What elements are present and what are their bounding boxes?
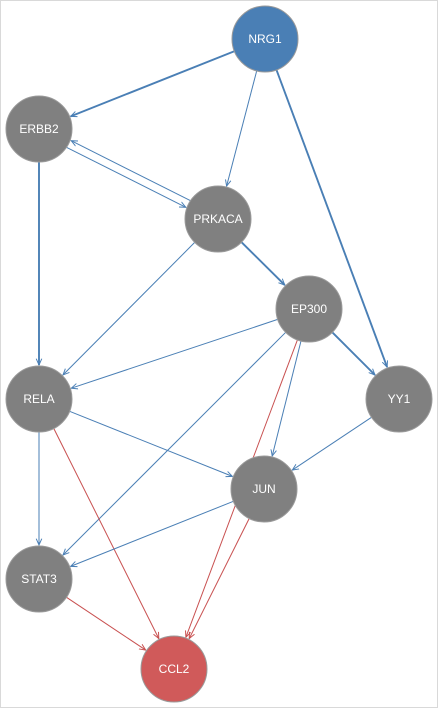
edge-jun-to-stat3	[71, 500, 234, 566]
node-circle-prkaca[interactable]	[184, 185, 252, 253]
node-circle-erbb2[interactable]	[5, 95, 73, 163]
node-yy1[interactable]: YY1	[365, 365, 433, 433]
node-stat3[interactable]: STAT3	[5, 545, 73, 613]
edge-prkaca-to-rela	[63, 242, 196, 375]
edge-yy1-to-jun	[292, 416, 372, 470]
node-circle-rela[interactable]	[5, 365, 73, 433]
node-ccl2[interactable]: CCL2	[140, 635, 208, 703]
node-circle-ccl2[interactable]	[140, 635, 208, 703]
node-circle-ep300[interactable]	[275, 275, 343, 343]
edge-nrg1-to-prkaca	[227, 70, 258, 186]
node-prkaca[interactable]: PRKACA	[184, 185, 252, 253]
edge-rela-to-ccl2	[53, 428, 159, 639]
edges-layer	[39, 50, 388, 650]
node-jun[interactable]: JUN	[230, 455, 298, 523]
edge-nrg1-to-yy1	[275, 69, 388, 367]
edge-ep300-to-jun	[272, 340, 302, 456]
edge-ep300-to-stat3	[63, 331, 287, 555]
edge-ep300-to-rela	[71, 318, 278, 388]
edge-jun-to-ccl2	[189, 518, 250, 639]
edge-prkaca-to-ep300	[240, 241, 285, 285]
node-ep300[interactable]: EP300	[275, 275, 343, 343]
edge-nrg1-to-erbb2	[71, 50, 235, 118]
edge-rela-to-jun	[69, 410, 233, 476]
node-erbb2[interactable]: ERBB2	[5, 95, 73, 163]
node-rela[interactable]: RELA	[5, 365, 73, 433]
node-circle-stat3[interactable]	[5, 545, 73, 613]
edge-ep300-to-yy1	[331, 331, 375, 375]
edge-erbb2-to-prkaca	[66, 146, 186, 207]
edge-stat3-to-ccl2	[66, 596, 146, 650]
node-nrg1[interactable]: NRG1	[231, 5, 299, 73]
node-circle-yy1[interactable]	[365, 365, 433, 433]
node-circle-jun[interactable]	[230, 455, 298, 523]
node-circle-nrg1[interactable]	[231, 5, 299, 73]
edge-prkaca-to-erbb2	[71, 141, 191, 202]
